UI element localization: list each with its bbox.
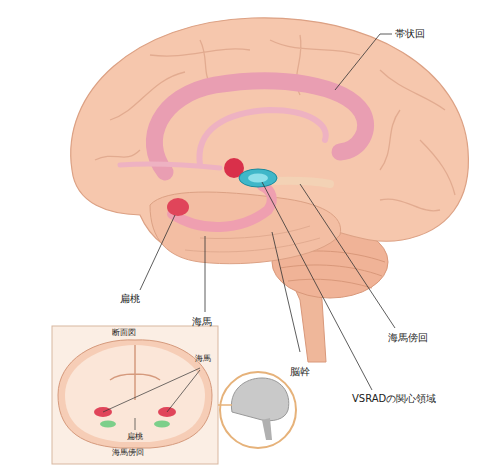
- leader-line: [272, 232, 300, 352]
- leader-line: [140, 215, 175, 290]
- inset-label: 海馬: [195, 354, 211, 364]
- leader-line: [300, 184, 395, 328]
- section-lines: [110, 345, 160, 400]
- vsrad-region: [239, 169, 277, 187]
- inset-panel: [52, 326, 218, 464]
- leader-line: [262, 182, 372, 390]
- inset-parahippocampal: [154, 421, 170, 428]
- leader-line: [335, 34, 392, 90]
- leader-line: [135, 418, 136, 430]
- leader-line: [205, 236, 206, 312]
- amygdala: [167, 198, 189, 216]
- part-label: 帯状回: [395, 28, 425, 40]
- part-label: 海馬: [192, 316, 212, 328]
- inset-parahippocampal: [100, 421, 116, 428]
- tract: [120, 164, 220, 168]
- white-matter: [65, 345, 205, 442]
- gyri-lines: [95, 35, 455, 211]
- part-label: 扁桃: [120, 293, 140, 305]
- orientation-circle: [220, 372, 296, 448]
- fornix: [199, 110, 325, 165]
- part-label: VSRADの関心領域: [352, 393, 436, 405]
- part-label: 海馬傍回: [388, 332, 428, 344]
- cingulate-gyrus: [154, 81, 365, 172]
- inset-label: 扁桃: [127, 432, 143, 442]
- orientation-stem: [262, 418, 272, 440]
- part-label: 脳幹: [290, 366, 310, 378]
- orientation-brain: [231, 378, 288, 421]
- coronal-section: [58, 340, 212, 448]
- vsrad-core: [248, 174, 268, 183]
- leader-line: [103, 368, 200, 412]
- inset-label: 海馬傍回: [112, 448, 144, 458]
- inset-title: 断面図: [112, 328, 136, 338]
- orientation-connector: [218, 404, 232, 406]
